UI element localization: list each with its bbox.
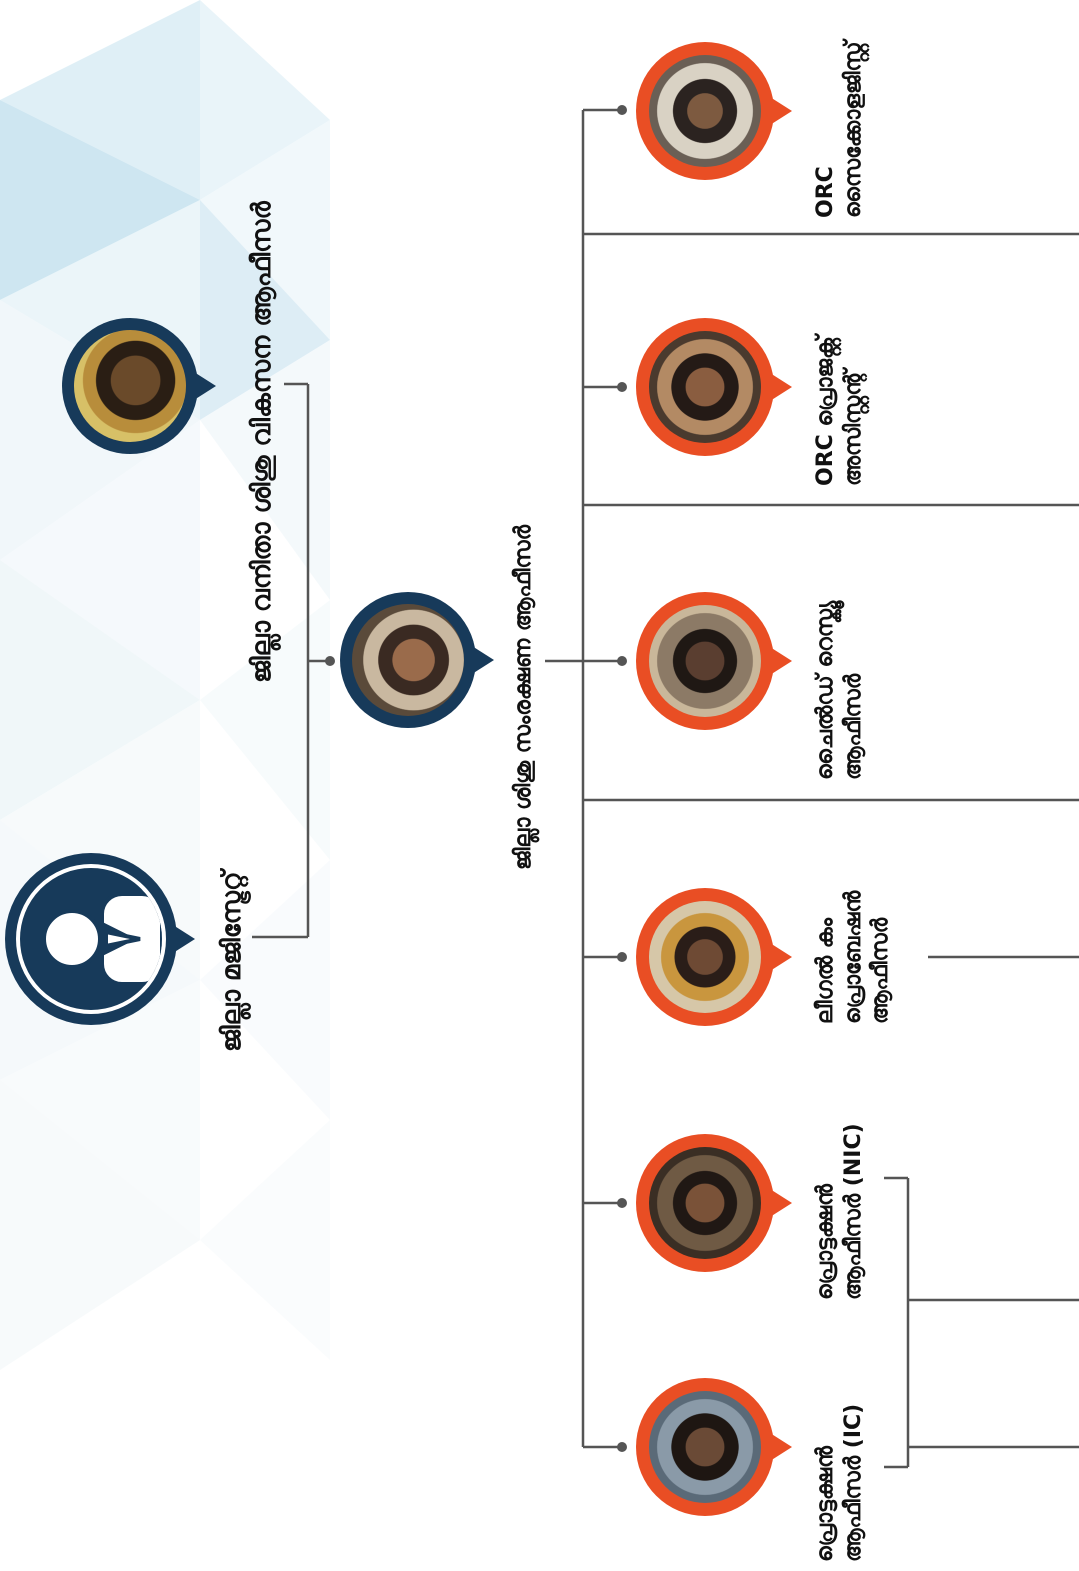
officer-icon xyxy=(16,864,166,1014)
staff-photo xyxy=(649,1147,761,1259)
staff-node-orc-project-assistant xyxy=(636,318,792,456)
node-pointer xyxy=(770,647,792,675)
women-child-officer-photo xyxy=(74,330,186,442)
node-pointer xyxy=(770,97,792,125)
node-pointer xyxy=(770,943,792,971)
staff-photo xyxy=(649,901,761,1013)
magistrate-label: ജില്ലാ മജിസ്ട്രേറ്റ് xyxy=(217,871,247,1052)
women-child-officer-node xyxy=(62,318,216,454)
magistrate-node xyxy=(5,853,195,1025)
staff-node-orc-psychologist xyxy=(636,42,792,180)
staff-photo xyxy=(649,605,761,717)
node-pointer xyxy=(194,372,216,400)
child-protection-officer-photo xyxy=(352,604,464,716)
staff-node-protection-officer-ic xyxy=(636,1378,792,1516)
node-pointer xyxy=(770,373,792,401)
women-child-officer-label: ജില്ലാ വനിതാ ശിശു വികസന ആഫീസർ xyxy=(247,201,277,683)
staff-node-child-rescue-officer xyxy=(636,592,792,730)
staff-label-child-rescue-officer: ചൈൽഡ് റെസ്ക്യൂആഫീസർ xyxy=(813,600,866,780)
node-pointer xyxy=(770,1189,792,1217)
node-pointer xyxy=(472,646,494,674)
staff-node-legal-probation-officer xyxy=(636,888,792,1026)
staff-label-orc-project-assistant: ORC പ്രൊജക്റ്റ്അസിസ്റ്റന്റ് xyxy=(813,336,866,486)
child-protection-officer-label: ജില്ലാ ശിശു സംരക്ഷണ ആഫീസർ xyxy=(511,525,536,870)
node-pointer xyxy=(173,925,195,953)
staff-photo xyxy=(649,1391,761,1503)
staff-photo xyxy=(649,331,761,443)
staff-node-protection-officer-nic xyxy=(636,1134,792,1272)
node-pointer xyxy=(770,1433,792,1461)
staff-photo xyxy=(649,55,761,167)
child-protection-officer-node xyxy=(340,592,494,728)
